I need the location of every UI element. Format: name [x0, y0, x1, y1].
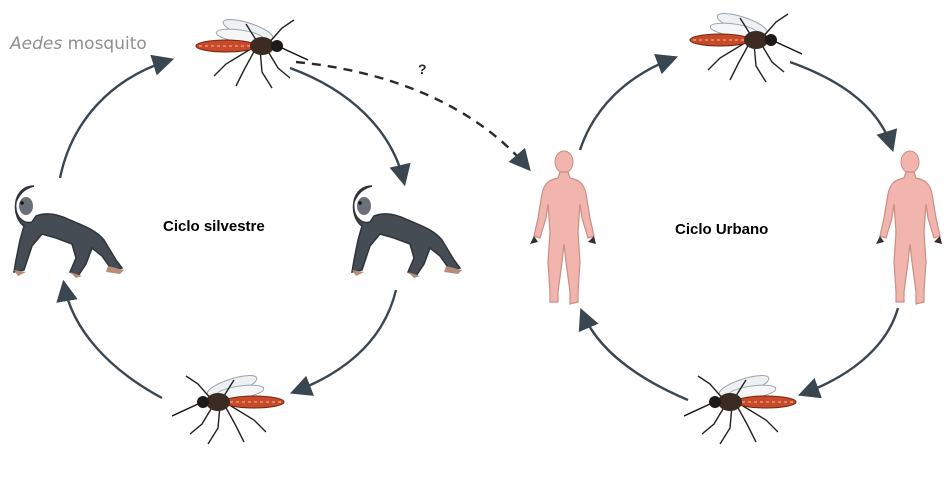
arrow-mosquito-to-ape: [290, 68, 404, 182]
link-question-mark: ?: [418, 61, 427, 77]
cycle-label-urbano: Ciclo Urbano: [675, 221, 768, 238]
mosquito-top-left-icon: [196, 15, 308, 88]
mosquito-bottom-right-icon: [684, 371, 796, 444]
primate-right-icon: [352, 186, 462, 278]
human-left-icon: [530, 151, 596, 304]
cycle-label-silvestre: Ciclo silvestre: [163, 218, 265, 235]
human-right-icon: [876, 151, 942, 304]
mosquito-top-right-icon: [690, 9, 802, 82]
mosquito-bottom-left-icon: [172, 371, 284, 444]
arrow-human-to-mosquito-bottom: [802, 308, 898, 394]
arrow-mosquito-to-human: [790, 62, 892, 148]
species-genus: Aedes: [10, 34, 62, 54]
species-common-name: mosquito: [68, 34, 147, 54]
arrow-human-to-mosquito: [580, 58, 674, 150]
species-label: Aedes mosquito: [10, 34, 147, 54]
dashed-link-arrow: [296, 62, 528, 168]
arrow-ape-to-mosquito: [60, 60, 170, 178]
arrow-mosquito-bottom-to-human: [582, 312, 688, 400]
arrow-ape-to-mosquito-bottom: [294, 290, 396, 392]
primate-left-icon: [14, 186, 124, 278]
arrow-mosquito-bottom-to-ape: [64, 284, 162, 398]
